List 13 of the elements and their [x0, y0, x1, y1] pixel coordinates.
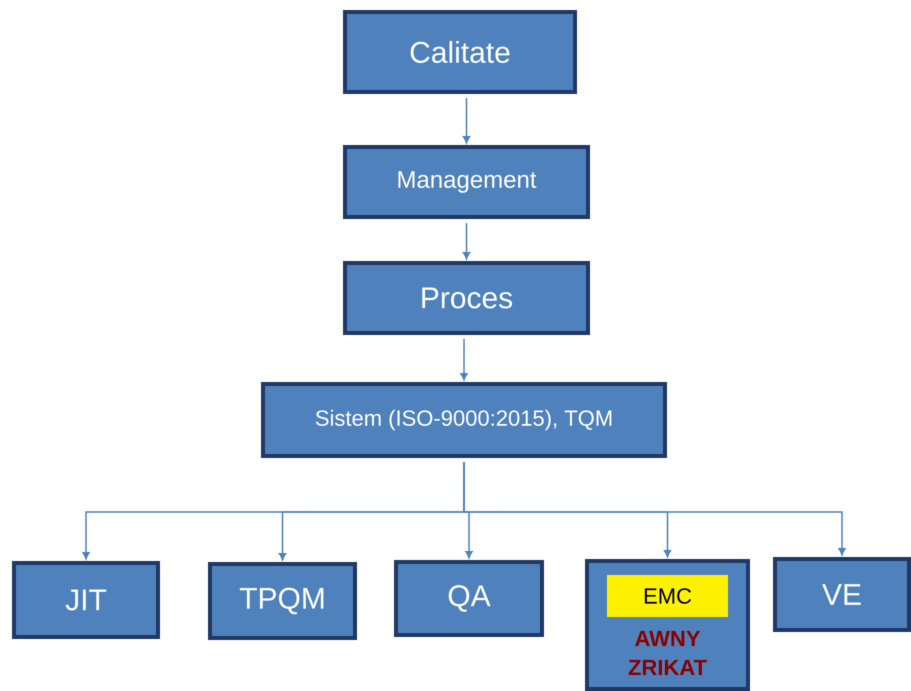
arrow [463, 462, 846, 556]
process-box: Sistem (ISO-9000:2015), TQM [261, 382, 667, 458]
process-box: Management [343, 145, 590, 219]
process-box: JIT [12, 561, 160, 639]
process-box: Calitate [343, 10, 577, 94]
process-box: VE [773, 557, 911, 632]
process-box: QA [394, 560, 544, 637]
arrow [462, 98, 470, 144]
process-box: TPQM [208, 562, 357, 640]
arrow [462, 223, 470, 260]
label-box: EMC [607, 575, 728, 617]
process-box: Proces [343, 261, 590, 335]
arrow [460, 339, 468, 380]
